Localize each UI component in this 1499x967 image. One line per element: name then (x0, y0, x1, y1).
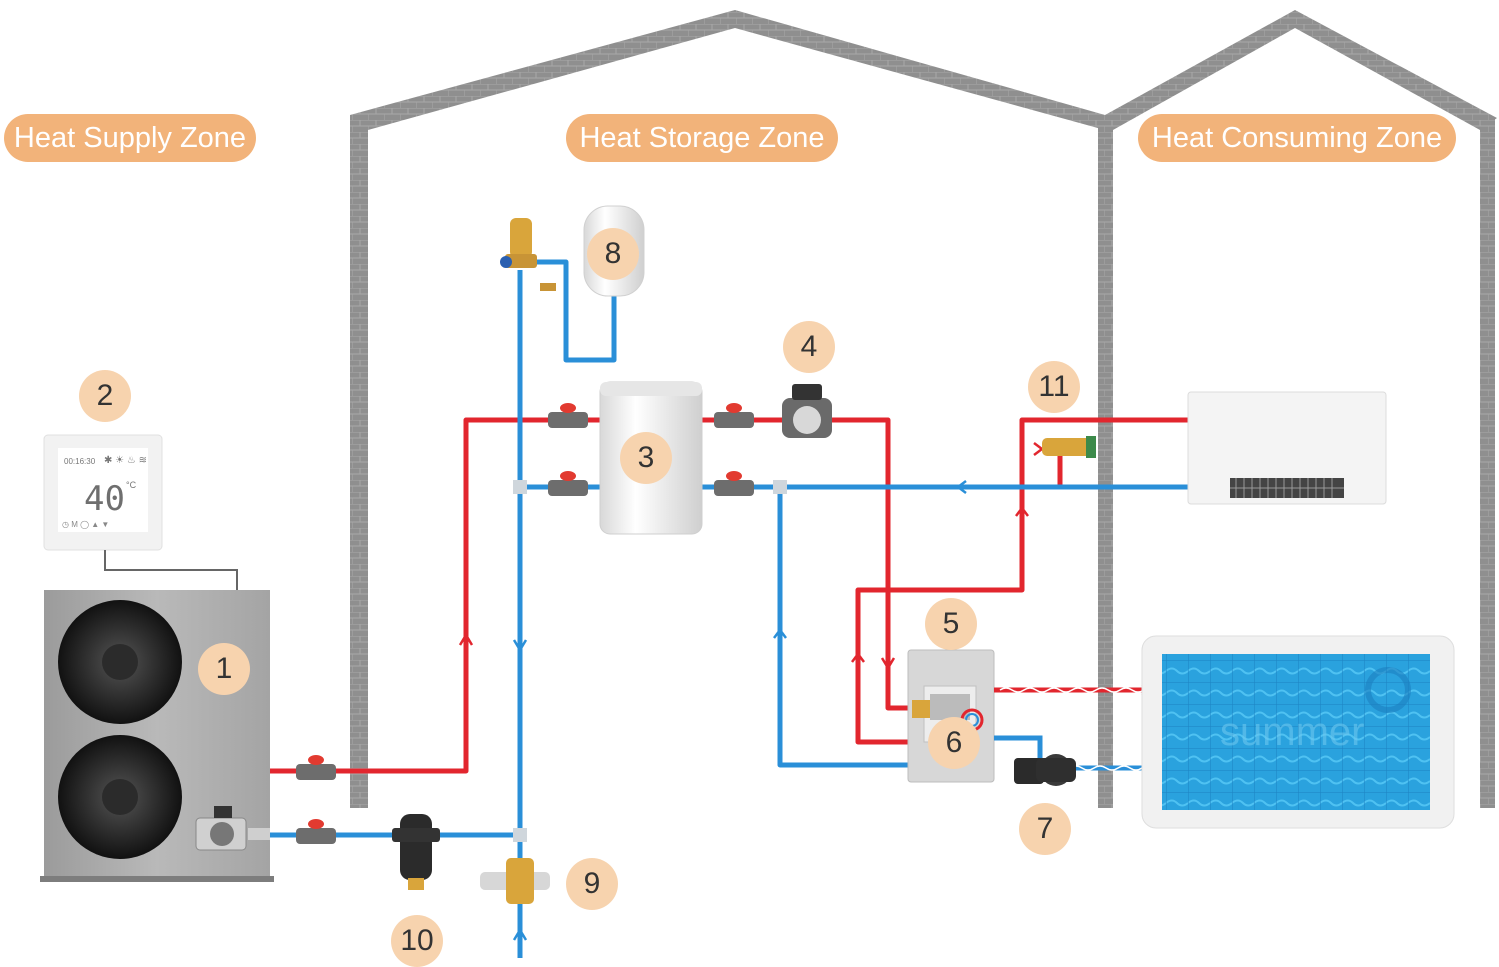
dirt-separator (392, 814, 440, 890)
marker-1: 1 (198, 643, 250, 695)
hot-supply-pipe (270, 420, 600, 771)
left-wall (350, 115, 368, 808)
heat-pump-unit (40, 590, 274, 882)
valve-hp-hot (296, 755, 336, 780)
fan-coil-unit (1188, 392, 1386, 504)
valve-hp-cold (296, 819, 336, 844)
pool-watermark: summer (1220, 710, 1364, 754)
middle-wall (1098, 115, 1113, 808)
bypass-valve (1042, 436, 1096, 458)
marker-8: 8 (587, 228, 639, 280)
marker-3: 3 (620, 432, 672, 484)
filling-valve (480, 858, 550, 904)
marker-5: 5 (925, 598, 977, 650)
marker-7: 7 (1019, 803, 1071, 855)
swimming-pool: summer (1142, 636, 1454, 828)
zone-label-supply: Heat Supply Zone (4, 114, 256, 162)
marker-10: 10 (391, 915, 443, 967)
controller-temperature: 40 (84, 479, 125, 519)
wall-controller: 00:16:30 ✱ ☀ ♨ ≋ 40 °C ◷ M ◯ ▲ ▼ (44, 435, 237, 590)
right-wall (1480, 118, 1495, 808)
controller-cable (105, 550, 237, 590)
marker-6: 6 (928, 717, 980, 769)
controller-time: 00:16:30 (64, 457, 96, 466)
mode-icons: ✱ ☀ ♨ ≋ (104, 455, 147, 466)
marker-4: 4 (783, 321, 835, 373)
air-vent-valve (500, 218, 556, 291)
circulation-pump (782, 384, 832, 438)
zone-label-consuming: Heat Consuming Zone (1138, 114, 1456, 162)
pool-pump (1014, 754, 1076, 786)
controller-bottom-icons: ◷ M ◯ ▲ ▼ (62, 520, 109, 529)
valve-tank-cold-in (548, 471, 588, 496)
marker-9: 9 (566, 858, 618, 910)
controller-unit: °C (126, 480, 137, 490)
zone-label-storage: Heat Storage Zone (566, 114, 838, 162)
marker-11: 11 (1028, 361, 1080, 413)
valve-tank-hot-out (714, 403, 754, 428)
valve-tank-cold-out (714, 471, 754, 496)
marker-2: 2 (79, 370, 131, 422)
valve-tank-hot-in (548, 403, 588, 428)
